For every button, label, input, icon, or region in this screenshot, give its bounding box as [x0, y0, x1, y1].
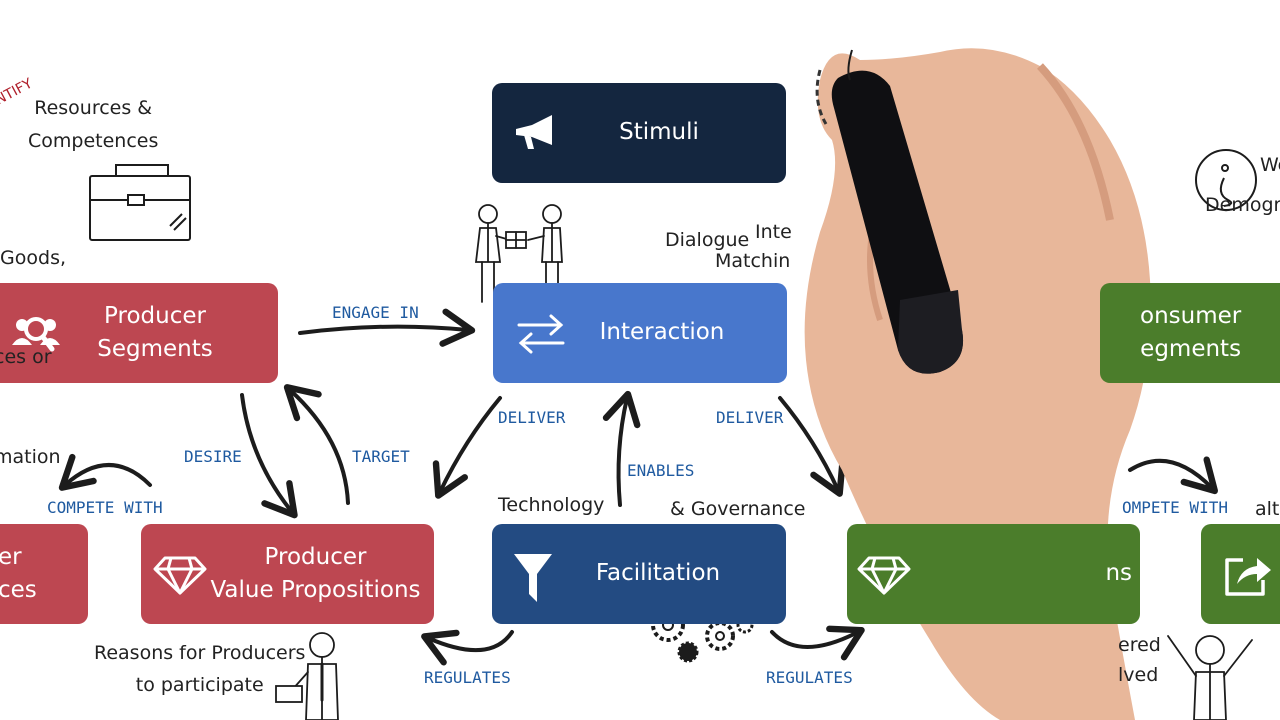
- producer-alternatives-line2: ces: [0, 577, 37, 603]
- producer-alternatives-line1: er: [0, 543, 22, 570]
- goods-annotation: Goods, ces or mation: [0, 175, 66, 508]
- producer-value-line1: Producer: [264, 543, 367, 570]
- consumer-segments-line2: egments: [1140, 336, 1242, 362]
- target-label: TARGET: [352, 447, 410, 466]
- regulates-right-label: REGULATES: [766, 668, 853, 687]
- people-exchange-illustration: [474, 204, 563, 303]
- reasons-line1: Reasons for Producers: [94, 642, 306, 664]
- interaction-partial-line2: Matchin: [715, 249, 791, 272]
- briefcase-icon: [89, 164, 191, 241]
- enables-arrow: [602, 390, 641, 507]
- goods-line1: Goods,: [0, 246, 67, 269]
- funnel-icon: [510, 550, 556, 604]
- users-magnifier-icon: [8, 309, 64, 357]
- exchange-arrows-icon: [515, 311, 567, 355]
- consumer-segments-box: onsumer egments: [1100, 283, 1280, 383]
- regulates-left-arrow: [421, 629, 514, 666]
- compete-right-arrow: [1128, 456, 1218, 495]
- engage-in-label: ENGAGE IN: [332, 303, 419, 322]
- facilitation-box: Facilitation: [492, 524, 786, 624]
- reasons-line2: to participate: [135, 674, 264, 697]
- regulates-left-label: REGULATES: [424, 668, 511, 687]
- info-icon: [1195, 149, 1257, 211]
- diamond-icon: [857, 554, 911, 596]
- compete-with-right-label: OMPETE WITH: [1122, 498, 1228, 517]
- deliver-right-arrow: [778, 396, 846, 497]
- governance-annotation: & Governance: [670, 498, 806, 520]
- consumer-value-label: ns: [1105, 560, 1132, 587]
- goods-line3: mation: [0, 446, 61, 468]
- enables-label: ENABLES: [627, 461, 695, 480]
- resources-line1: Resources &: [34, 97, 153, 119]
- dialogue-annotation: Dialogue: [665, 229, 750, 251]
- producer-alternatives-box: er ces: [0, 524, 88, 624]
- interaction-box: Interaction: [493, 283, 787, 383]
- share-arrow-icon: [1223, 552, 1273, 598]
- businessman-illustration: [275, 632, 339, 720]
- right-bottom-annotation: ered lved: [1118, 630, 1161, 691]
- interaction-label: Interaction: [599, 319, 725, 346]
- goods-line2: ces or: [0, 346, 52, 369]
- producer-value-line2: Value Propositions: [210, 577, 421, 603]
- facilitation-label: Facilitation: [595, 560, 721, 587]
- deliver-right-label: DELIVER: [716, 408, 784, 427]
- deliver-left-arrow: [432, 396, 502, 499]
- reasons-annotation: Reasons for Producers to participate: [94, 637, 305, 702]
- producer-segments-box: Producer Segments: [0, 283, 278, 383]
- target-arrow: [283, 384, 350, 505]
- compete-left-arrow: [58, 453, 152, 491]
- right-bottom-line2: lved: [1118, 664, 1159, 687]
- resources-line2: Competences: [28, 130, 159, 153]
- deliver-left-label: DELIVER: [498, 408, 566, 427]
- right-bottom-line1: ered: [1118, 634, 1161, 656]
- interaction-partial-line1: Inte: [755, 221, 792, 243]
- diamond-icon: [153, 554, 207, 596]
- consumer-value-box: ns: [847, 524, 1140, 624]
- desire-label: DESIRE: [184, 447, 242, 466]
- stimuli-label: Stimuli: [619, 119, 699, 146]
- right-top-annotation: We Demogra: [1205, 146, 1280, 226]
- desire-arrow: [240, 393, 298, 519]
- producer-segments-line1: Producer: [104, 302, 206, 329]
- compete-with-left-label: COMPETE WITH: [47, 498, 163, 517]
- stimuli-box: Stimuli: [492, 83, 786, 183]
- producer-segments-line2: Segments: [97, 336, 213, 362]
- interaction-partial-annotation: Inte Matchin: [715, 218, 792, 275]
- right-top-line2: Demogra: [1205, 193, 1280, 216]
- cheering-person-illustration: [1167, 635, 1253, 720]
- technology-annotation: Technology: [498, 494, 605, 516]
- consumer-alternatives-box: [1201, 524, 1280, 624]
- megaphone-icon: [512, 111, 562, 155]
- right-top-line1: We: [1260, 154, 1280, 176]
- consumer-segments-line1: onsumer: [1140, 302, 1242, 329]
- producer-value-box: Producer Value Propositions: [141, 524, 434, 624]
- right-alt-annotation: alt: [1255, 498, 1280, 520]
- regulates-right-arrow: [770, 625, 865, 661]
- engage-in-arrow: [298, 308, 476, 347]
- resources-annotation: Resources & Competences: [28, 92, 158, 159]
